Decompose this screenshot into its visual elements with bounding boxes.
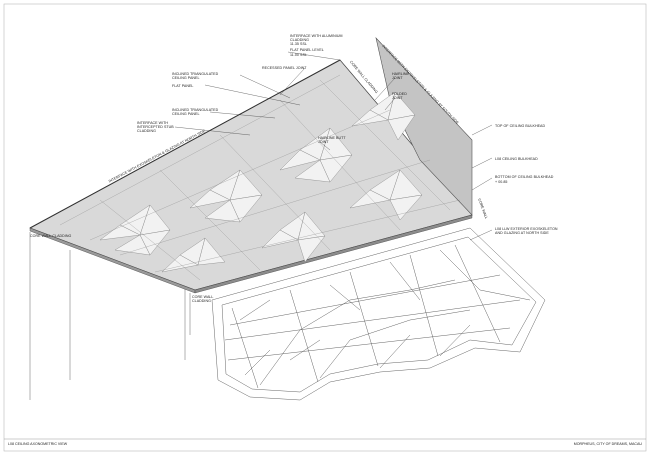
core-wall-lines bbox=[29, 232, 191, 400]
label-folded-joint: FOLDED JOINT bbox=[392, 92, 407, 100]
exoskeleton-grid bbox=[211, 227, 546, 401]
project-name: MORPHEUS, CITY OF DREAMS, MACAU bbox=[573, 442, 642, 446]
ceiling-bulkhead bbox=[375, 36, 473, 216]
label-hairline-butt-joint: HAIRLINE BUTT JOINT bbox=[318, 136, 346, 144]
label-inclined-triangulated-panel: INCLINED TRIANGULATED CEILING PANEL bbox=[172, 72, 219, 80]
label-hairline-joint: HAIRLINE JOINT bbox=[392, 72, 409, 80]
label-bottom-of-ceiling-bulkhead: BOTTOM OF CEILING BULKHEAD bbox=[495, 175, 554, 179]
label-bottom-of-ceiling-bulkhead-value: + 00.85 bbox=[495, 180, 508, 184]
sheet-border bbox=[3, 3, 647, 452]
leader-lines bbox=[174, 51, 493, 241]
label-flat-panel-level: FLAT PANEL LEVEL bbox=[290, 48, 324, 52]
label-flat-panel-level-value: 11.00 SSL bbox=[290, 53, 307, 57]
label-recessed-panel-joint: RECESSED PANEL JOINT bbox=[262, 66, 307, 70]
label-interface-cladding: INTERFACE WITH ALUMINIUM CLADDING bbox=[290, 34, 343, 42]
label-inclined-triangulated-ceiling-panel: INCLINED TRIANGULATED CEILING PANEL bbox=[172, 108, 219, 116]
drawing-title: L08 CEILING AXONOMETRIC VIEW bbox=[8, 442, 68, 446]
label-l08-ceiling-bulkhead: L08 CEILING BULKHEAD bbox=[495, 157, 538, 161]
triangulated-panels bbox=[99, 91, 423, 273]
label-core-wall-cladding-left: CORE WALL CLADDING bbox=[30, 234, 72, 238]
panel-joint-lines bbox=[59, 74, 461, 281]
label-top-of-ceiling-bulkhead: TOP OF CEILING BULKHEAD bbox=[495, 124, 546, 128]
label-flat-panel: FLAT PANEL bbox=[172, 84, 194, 88]
label-core-wall-cladding-mid: CORE WALL CLADDING bbox=[192, 295, 214, 303]
label-interface-stub: INTERFACE WITH INTERCEPTED STUB CLADDING bbox=[137, 121, 174, 133]
label-interface-level: 11.35 SSL bbox=[290, 42, 307, 46]
label-exterior-exoskeleton: L08 LLW EXTERIOR EXOSKELETON AND GLAZING… bbox=[495, 227, 558, 235]
